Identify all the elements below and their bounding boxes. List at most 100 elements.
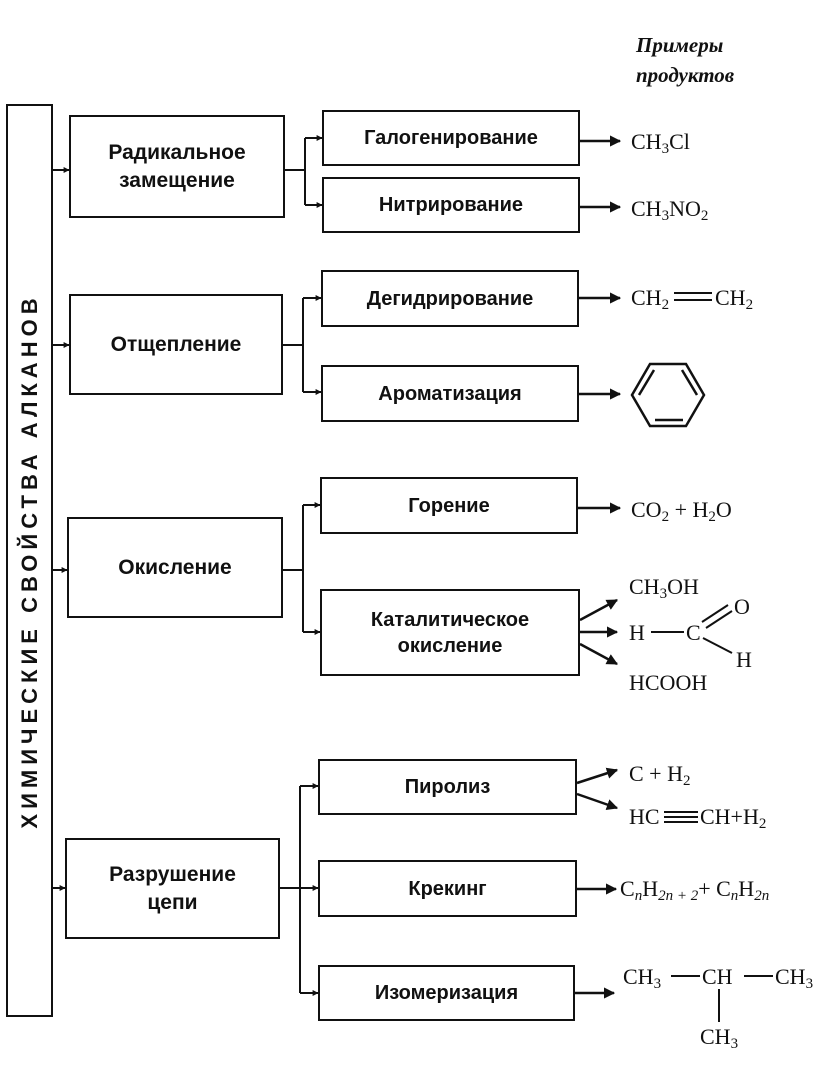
arrow-pyrolysis-1 [576, 767, 619, 785]
product-ethylene-right: CH2 [715, 287, 753, 313]
aromatization-label: Ароматизация [378, 382, 522, 405]
combustion-label: Горение [408, 494, 490, 517]
acetylene-hc-text: HC [629, 804, 660, 829]
iso-ch3-bottom-ch: CH [700, 1024, 731, 1049]
iso-ch3-bottom: CH3 [700, 1026, 738, 1052]
aldehyde-h-left-text: H [629, 620, 645, 645]
group-oxidation: Окисление [67, 517, 283, 618]
iso-ch3-right-sub: 3 [805, 976, 814, 992]
group-2-label: Отщепление [110, 332, 242, 356]
vertical-title: ХИМИЧЕСКИЕ СВОЙСТВА АЛКАНОВ [16, 292, 42, 829]
c-h2-text: C + H [629, 761, 683, 786]
alkane-c: C [620, 876, 635, 901]
ch3no2-sub3: 3 [661, 208, 670, 224]
ch3cl-ch: CH [631, 129, 662, 154]
header-line-1: Примеры [636, 33, 724, 57]
dehydrogenation-label: Дегидрирование [366, 287, 534, 310]
aldehyde-bond-co-2 [705, 610, 733, 629]
c-h2-sub: 2 [682, 773, 691, 789]
halogenation-label: Галогенирование [364, 127, 538, 149]
product-ethylene-left: CH2 [631, 287, 669, 313]
ethylene-ch-right: CH [715, 285, 746, 310]
acetylene-ch-h2: CH+H2 [700, 806, 766, 832]
box-pyrolysis: Пиролиз [318, 759, 577, 815]
ch3no2-no: NO [669, 196, 701, 221]
product-hcooh: HCOOH [629, 672, 707, 694]
cracking-label: Крекинг [408, 877, 487, 900]
box-cracking: Крекинг [318, 860, 577, 917]
group-1-line-2: замещение [119, 168, 235, 192]
arrow-catalytic-3 [579, 642, 618, 666]
box-catalytic-oxidation: Каталитическое окисление [320, 589, 580, 676]
catalytic-line-2: окисление [397, 634, 503, 657]
ethylene-sub-right: 2 [745, 297, 754, 313]
group-4-line-2: цепи [147, 890, 198, 914]
ch3oh-ch: CH [629, 574, 660, 599]
aldehyde-c-text: C [686, 620, 701, 645]
hcooh-text: HCOOH [629, 670, 708, 695]
iso-ch-text: CH [702, 964, 733, 989]
iso-ch3-left-sub: 3 [653, 976, 662, 992]
ch3cl-cl: Cl [669, 129, 690, 154]
iso-ch3-bottom-sub: 3 [730, 1036, 739, 1052]
iso-ch: CH [702, 966, 733, 988]
box-dehydrogenation: Дегидрирование [321, 270, 579, 327]
group-1-line-1: Радикальное [108, 141, 246, 165]
alkene-c: + C [698, 876, 731, 901]
group-elimination: Отщепление [69, 294, 283, 395]
header-line-2: продуктов [636, 63, 735, 88]
box-nitration: Нитрирование [322, 177, 580, 233]
alkene-sub-n: n [730, 888, 739, 904]
ethylene-sub-left: 2 [661, 297, 670, 313]
ch3no2-ch: CH [631, 196, 662, 221]
acetylene-sub: 2 [758, 816, 767, 832]
group-chain-breaking: Разрушение цепи [65, 838, 280, 939]
h2o-sub: 2 [708, 509, 716, 525]
aldehyde-h-right-text: H [736, 647, 752, 672]
nitration-label: Нитрирование [378, 194, 524, 216]
aldehyde-h-right: H [736, 649, 752, 671]
product-ch3oh: CH3OH [629, 576, 699, 602]
iso-ch3-left-ch: CH [623, 964, 654, 989]
product-ch3no2: CH3NO2 [631, 198, 708, 224]
aldehyde-bond-ch [702, 637, 733, 654]
iso-ch3-right-ch: CH [775, 964, 806, 989]
ethylene-ch-left: CH [631, 285, 662, 310]
box-aromatization: Ароматизация [321, 365, 579, 422]
product-ch3cl: CH3Cl [631, 131, 690, 157]
h2o-h: + H [669, 497, 709, 522]
ch3no2-sub2: 2 [700, 208, 709, 224]
product-cracking: CnH2n + 2+ CnH2n [620, 878, 769, 904]
alkane-h: H [642, 876, 659, 901]
ch3oh-sub: 3 [659, 586, 668, 602]
catalytic-line-1: Каталитическое [370, 608, 530, 631]
ch3oh-oh: OH [667, 574, 699, 599]
pyrolysis-label: Пиролиз [404, 776, 491, 798]
products-header: Примеры продуктов [636, 30, 836, 91]
alkene-sub-2n: 2n [754, 888, 770, 904]
aldehyde-h-left: H [629, 622, 645, 644]
acetylene-hc: HC [629, 806, 660, 828]
acetylene-ch-text: CH+H [700, 804, 759, 829]
aldehyde-bond-co-1 [701, 604, 729, 623]
group-4-line-1: Разрушение [109, 863, 236, 887]
aldehyde-o: O [734, 596, 750, 618]
product-c-h2: C + H2 [629, 763, 690, 789]
alkane-sub-n: n [634, 888, 643, 904]
aldehyde-o-text: O [734, 594, 750, 619]
box-isomerization: Изомеризация [318, 965, 575, 1021]
iso-ch3-left: CH3 [623, 966, 661, 992]
h2o-o: O [715, 497, 732, 522]
co2-co: CO [631, 497, 662, 522]
vertical-title-box: ХИМИЧЕСКИЕ СВОЙСТВА АЛКАНОВ [6, 104, 53, 1017]
alkane-sub-2n2: 2n + 2 [658, 888, 699, 904]
arrow-catalytic-1 [579, 598, 618, 622]
alkene-h: H [738, 876, 755, 901]
product-co2-h2o: CO2 + H2O [631, 499, 732, 525]
group-3-label: Окисление [118, 555, 232, 579]
group-radical-substitution: Радикальное замещение [69, 115, 285, 218]
iso-ch3-right: CH3 [775, 966, 813, 992]
benzene-icon [630, 362, 706, 428]
co2-sub: 2 [661, 509, 670, 525]
